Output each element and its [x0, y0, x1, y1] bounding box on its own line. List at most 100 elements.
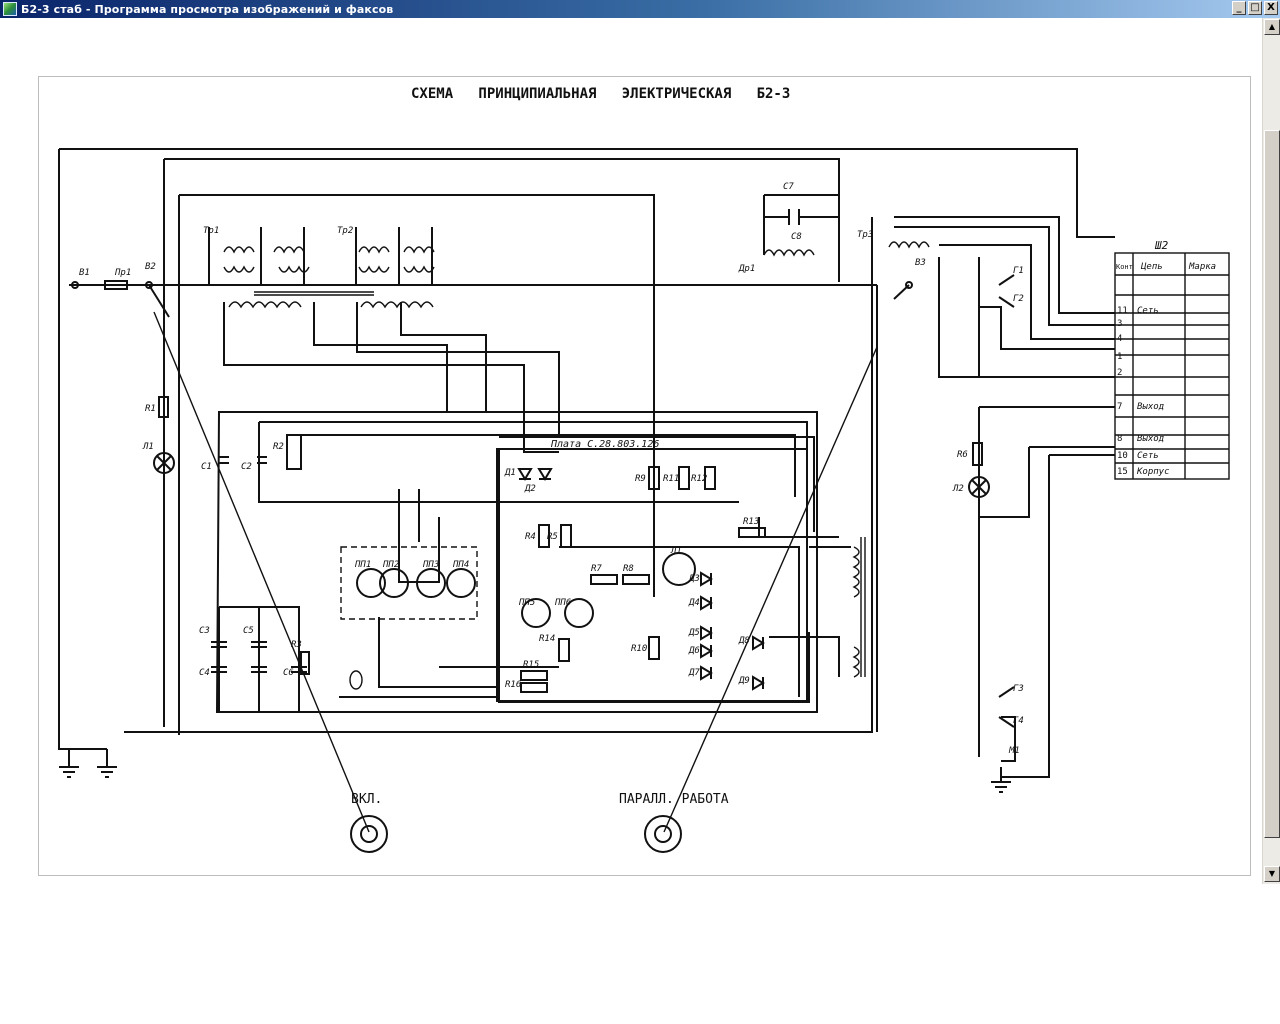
connector-row-circuit: Выход	[1137, 402, 1165, 412]
title-bar[interactable]: Б2-3 стаб - Программа просмотра изображе…	[0, 0, 1280, 18]
capacitors	[211, 434, 310, 712]
label-tr3: Тр3	[857, 230, 873, 240]
leader-lines	[153, 311, 878, 833]
control-board	[496, 448, 808, 702]
label-d2: Д2	[524, 484, 536, 494]
label-c5: С5	[243, 626, 254, 636]
label-dr1: Др1	[738, 264, 755, 274]
label-r16: R16	[505, 680, 521, 690]
label-g1: Г1	[1013, 266, 1024, 276]
connector-header-contact: Конт	[1116, 263, 1133, 271]
label-l3: Л1	[670, 546, 682, 556]
close-button[interactable]: X	[1264, 1, 1278, 15]
label-r6: R6	[957, 450, 968, 460]
scroll-down-button[interactable]: ▼	[1264, 866, 1280, 882]
window-title: Б2-3 стаб - Программа просмотра изображе…	[21, 2, 394, 16]
outer-wiring	[58, 148, 1115, 778]
connector-row-contact: 3	[1117, 319, 1122, 329]
connector-row-circuit: Сеть	[1137, 306, 1159, 316]
label-pp1: ПП1	[354, 560, 371, 570]
label-d8: Д8	[738, 636, 750, 646]
label-d6: Д6	[688, 646, 700, 656]
label-c4: С4	[199, 668, 210, 678]
maximize-button[interactable]: □	[1248, 1, 1262, 15]
board-label: Плата С.28.803.126	[550, 439, 659, 450]
label-d5: Д5	[688, 628, 700, 638]
label-pp6: ПП6	[554, 598, 571, 608]
label-m1: М1	[1008, 746, 1020, 756]
label-tr2: Тр2	[337, 226, 353, 236]
label-c3: С3	[199, 626, 210, 636]
label-c2: С2	[241, 462, 252, 472]
connector-header-mark: Марка	[1188, 262, 1216, 272]
scrollbar-thumb[interactable]	[1264, 130, 1280, 838]
connector-header-circuit: Цепь	[1140, 262, 1163, 272]
label-r7: R7	[591, 564, 602, 574]
connector-row-circuit: Корпус	[1136, 467, 1170, 477]
schematic-drawing: СХЕМА ПРИНЦИПИАЛЬНАЯ ЭЛЕКТРИЧЕСКАЯ Б2-3	[58, 86, 1230, 853]
label-c7: С7	[783, 182, 794, 192]
schematic-title: СХЕМА ПРИНЦИПИАЛЬНАЯ ЭЛЕКТРИЧЕСКАЯ Б2-3	[411, 86, 790, 102]
switch-on-label: ВКЛ.	[351, 792, 382, 807]
label-g2: Г2	[1013, 294, 1024, 304]
label-pp4: ПП4	[452, 560, 469, 570]
label-d1: Д1	[504, 468, 516, 478]
transformer-coils	[223, 241, 930, 678]
window-controls: _ □ X	[1232, 1, 1278, 15]
label-g4: Г4	[1013, 716, 1024, 726]
label-c6: С6	[283, 668, 294, 678]
label-pp3: ПП3	[422, 560, 439, 570]
label-r2: R2	[273, 442, 284, 452]
component-labels: В1 Пр1 В2 R1 Л1 С1 С2 Тр1 Тр2 С7 С8 Др1 …	[79, 182, 1024, 756]
label-r1: R1	[145, 404, 156, 414]
connector-row-contact: 8	[1117, 434, 1122, 444]
label-d3: Д3	[688, 574, 700, 584]
label-b1: В1	[79, 268, 90, 278]
label-r11: R11	[663, 474, 679, 484]
label-c8: С8	[791, 232, 802, 242]
label-r3: R3	[291, 640, 302, 650]
label-r15: R15	[523, 660, 539, 670]
label-r13: R13	[743, 517, 759, 527]
minimize-button[interactable]: _	[1232, 1, 1246, 15]
diodes	[517, 468, 765, 691]
connector-row-contact: 11	[1117, 306, 1128, 316]
label-c1: С1	[201, 462, 212, 472]
app-icon	[3, 2, 17, 16]
connector-row-contact: 1	[1117, 352, 1122, 362]
label-d7: Д7	[688, 668, 700, 678]
resistors	[158, 396, 983, 693]
label-l1: Л1	[142, 442, 154, 452]
connector-row-contact: 15	[1117, 467, 1128, 477]
connector-name: Ш2	[1154, 239, 1169, 252]
label-l2: Л2	[952, 484, 964, 494]
label-pp2: ПП2	[382, 560, 399, 570]
document-image: СХЕМА ПРИНЦИПИАЛЬНАЯ ЭЛЕКТРИЧЕСКАЯ Б2-3	[38, 76, 1251, 876]
connector-table: Ш2 Конт Цепь Марка 11 Сеть 3 4 1 2 7 Вых…	[1114, 239, 1230, 480]
label-r12: R12	[691, 474, 707, 484]
scroll-up-button[interactable]: ▲	[1264, 19, 1280, 35]
capacitor-block	[763, 194, 840, 255]
connector-row-contact: 4	[1117, 334, 1122, 344]
label-d9: Д9	[738, 676, 750, 686]
connector-row-contact: 7	[1117, 402, 1122, 412]
label-pp5: ПП5	[518, 598, 535, 608]
label-v2: В2	[145, 262, 156, 272]
label-r14: R14	[539, 634, 555, 644]
label-r8: R8	[623, 564, 634, 574]
label-g3: Г3	[1013, 684, 1024, 694]
label-r5: R5	[547, 532, 558, 542]
label-r10: R10	[631, 644, 647, 654]
label-v3: В3	[915, 258, 926, 268]
connector-row-circuit: Выход	[1137, 434, 1165, 444]
label-d4: Д4	[688, 598, 700, 608]
label-tr1: Тр1	[203, 226, 219, 236]
transistor-block	[340, 546, 696, 628]
label-pr1: Пр1	[114, 268, 131, 278]
connector-row-contact: 10	[1117, 451, 1128, 461]
connector-row-contact: 2	[1117, 368, 1122, 378]
label-r4: R4	[525, 532, 536, 542]
panel-controls	[349, 670, 682, 853]
parallel-operation-label: ПАРАЛЛ. РАБОТА	[619, 792, 729, 807]
vertical-scrollbar[interactable]: ▲ ▼	[1262, 18, 1280, 884]
